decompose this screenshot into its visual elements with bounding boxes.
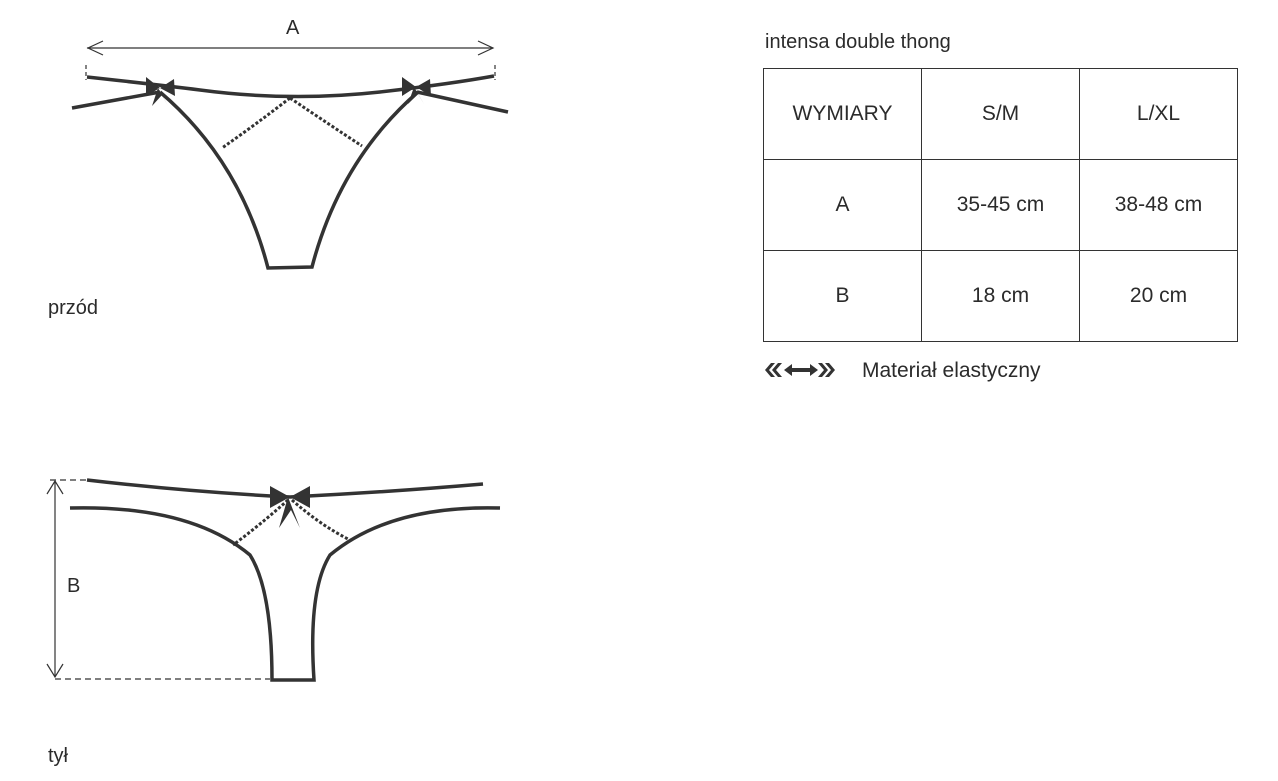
table-cell: A — [763, 159, 922, 251]
back-label: tył — [48, 745, 68, 767]
front-label: przód — [48, 297, 99, 319]
table-row: B 18 cm 20 cm — [763, 250, 1238, 342]
dimension-a-label: A — [286, 17, 300, 39]
bow-icon — [146, 77, 431, 106]
size-table: WYMIARY S/M L/XL A 35-45 cm 38-48 cm B 1… — [763, 68, 1238, 342]
stretch-arrows-icon — [765, 363, 835, 377]
table-row: A 35-45 cm 38-48 cm — [763, 159, 1238, 251]
product-title: intensa double thong — [765, 31, 951, 53]
dimension-b-label: B — [67, 575, 81, 597]
table-cell: 18 cm — [921, 250, 1080, 342]
bow-icon — [270, 486, 310, 528]
table-header: WYMIARY — [763, 68, 922, 160]
legend-label: Materiał elastyczny — [862, 359, 1041, 382]
table-header: S/M — [921, 68, 1080, 160]
table-cell: 35-45 cm — [921, 159, 1080, 251]
table-header: L/XL — [1079, 68, 1238, 160]
back-view-drawing — [46, 478, 501, 682]
table-header-row: WYMIARY S/M L/XL — [763, 68, 1238, 160]
table-cell: 38-48 cm — [1079, 159, 1238, 251]
front-view-drawing — [71, 40, 509, 270]
table-cell: B — [763, 250, 922, 342]
table-cell: 20 cm — [1079, 250, 1238, 342]
